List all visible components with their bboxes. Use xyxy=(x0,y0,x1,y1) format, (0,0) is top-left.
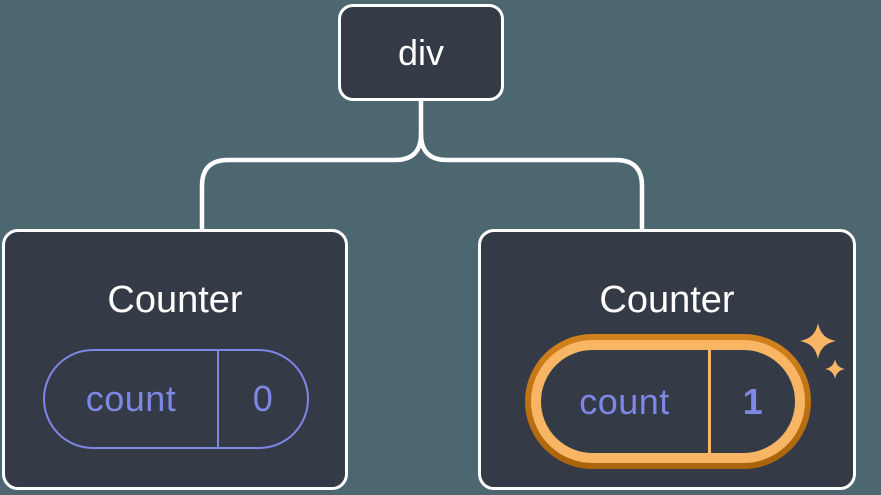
state-highlight-ring: count 1 xyxy=(525,334,811,469)
state-value: 0 xyxy=(252,378,274,419)
state-pill: count 1 xyxy=(531,340,805,463)
state-value: 1 xyxy=(742,380,764,422)
root-node-label: div xyxy=(397,31,445,73)
state-key-label: count xyxy=(45,351,219,447)
root-node-div: div xyxy=(338,4,504,101)
state-key-label: count xyxy=(541,350,711,453)
connector-right-branch xyxy=(418,131,645,234)
state-pill: count 0 xyxy=(43,349,309,449)
sparkle-large-icon xyxy=(800,323,836,359)
card-title: Counter xyxy=(107,279,243,321)
counter-card-left: Counter count 0 xyxy=(2,229,348,490)
counter-card-right: Counter count 1 xyxy=(478,229,856,490)
sparkle-small-icon xyxy=(825,359,845,379)
card-title: Counter xyxy=(599,279,735,321)
connector-left-branch xyxy=(199,97,424,234)
